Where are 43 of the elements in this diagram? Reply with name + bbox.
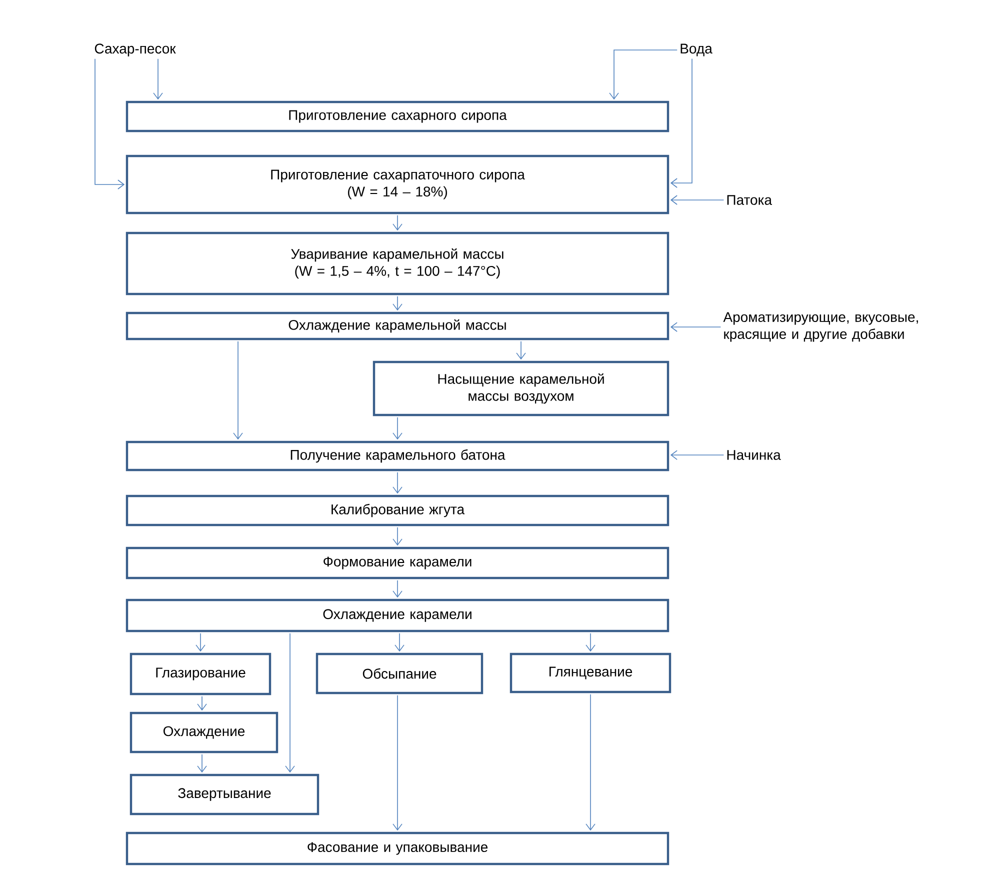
arrow [197,696,207,711]
arrow [670,322,722,332]
arrow [609,50,678,100]
input-label: Начинка [727,450,781,460]
input-label: Сахар-песок [94,44,176,56]
arrow [285,633,295,773]
arrow [670,450,724,460]
arrow [516,341,526,360]
arrow [196,633,206,652]
arrow [670,195,724,205]
arrow [392,296,402,311]
process-box: Уваривание карамельной массы (W = 1,5 – 4%, t = 100 – 147°C) [126,232,670,296]
process-box: Завертывание [130,774,320,816]
input-label: Ароматизирующие, вкусовые, красящие и другие добавки [723,312,918,342]
process-box: Охлаждение карамели [126,598,670,632]
process-box: Получение карамельного батона [126,440,670,472]
process-box: Глянцевание [510,652,672,694]
arrow [392,472,402,494]
process-box: Приготовление сахарного сиропа [126,100,670,132]
arrow [392,527,402,546]
arrow [233,341,243,440]
process-box: Глазирование [130,652,272,696]
input-label: Патока [727,195,772,205]
arrow [392,695,402,831]
process-box: Охлаждение [130,712,278,754]
process-box: Формование карамели [126,546,670,580]
process-box: Фасование и упаковывание [126,832,670,866]
arrow [670,58,692,188]
arrow [94,58,125,190]
arrow [586,694,596,831]
arrow [392,215,402,231]
arrow [586,633,596,652]
process-box: Охлаждение карамельной массы [126,312,670,340]
arrow [153,58,163,100]
process-box: Насыщение карамельной массы воздухом [372,360,670,416]
process-box: Приготовление сахарпаточного сиропа (W = 14 – 18%) [126,154,670,214]
input-label: Вода [680,44,712,56]
process-box: Калибрование жгута [126,494,670,526]
arrow [197,754,207,773]
process-box: Обсыпание [316,652,484,694]
arrow [394,633,404,652]
arrow [392,580,402,598]
arrow [392,417,402,440]
